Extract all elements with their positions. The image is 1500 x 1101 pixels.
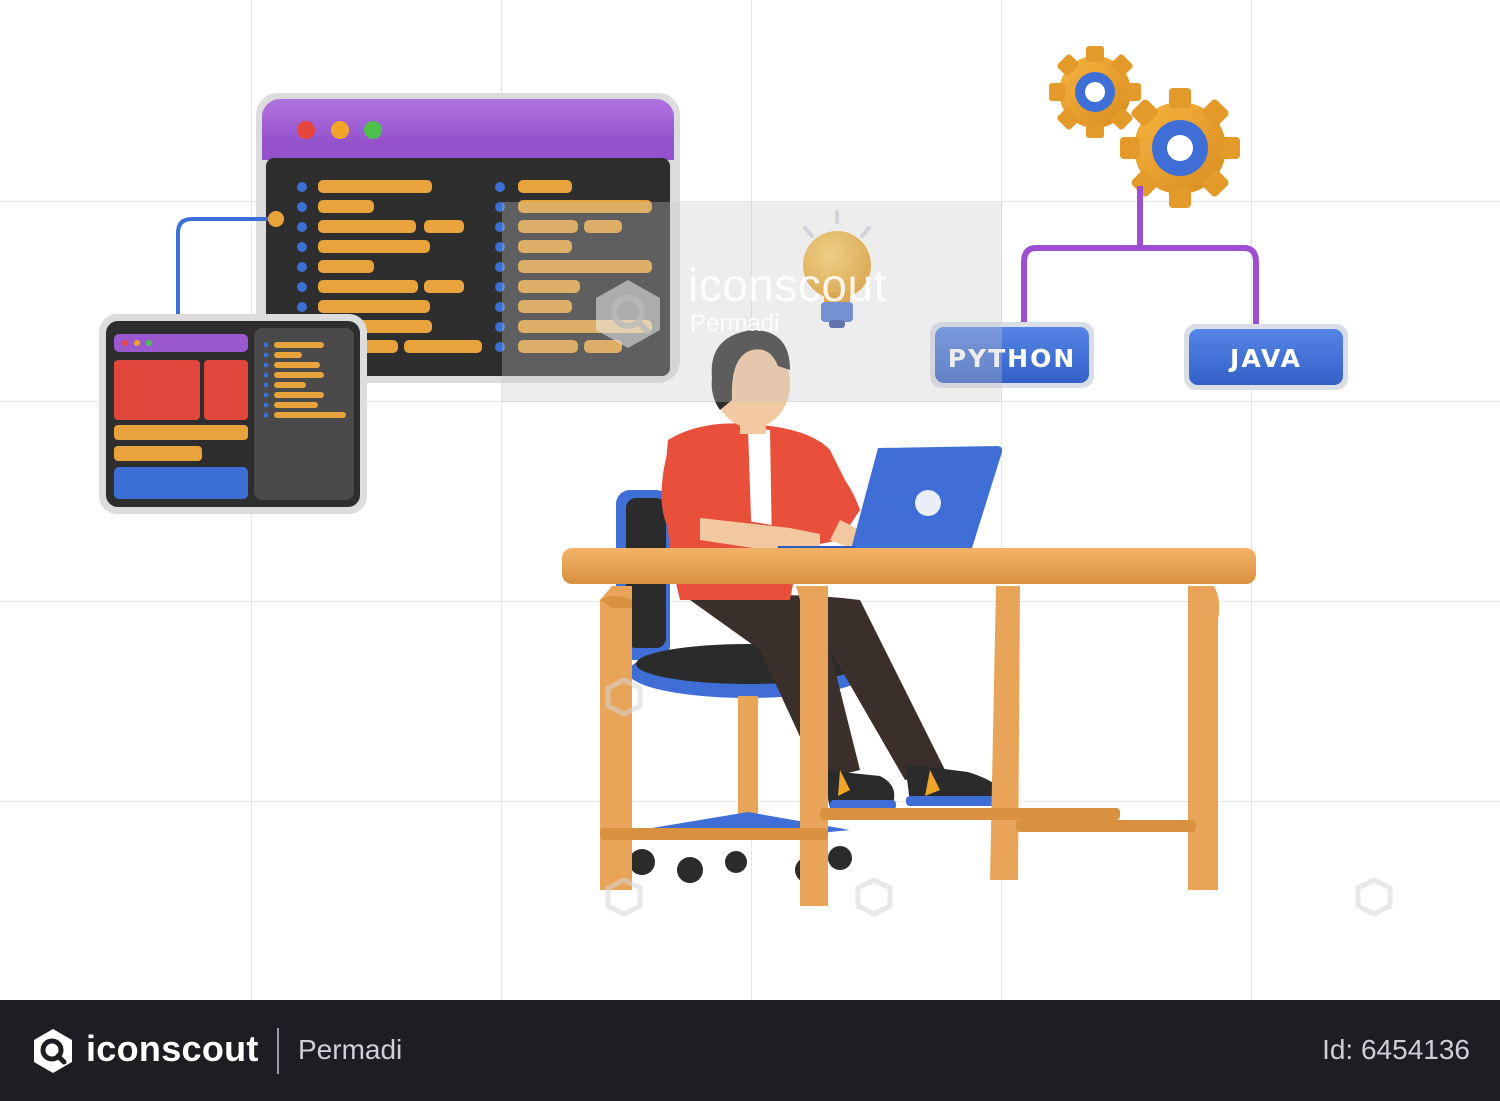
language-badge-python: PYTHON bbox=[930, 322, 1094, 388]
watermark-mark bbox=[605, 677, 1393, 917]
grid-line bbox=[1251, 0, 1252, 1000]
footer-author-name[interactable]: Permadi bbox=[298, 1034, 403, 1065]
grid-line bbox=[0, 201, 1500, 202]
footer-bar: iconscout Permadi Id: 6454136 bbox=[0, 1000, 1500, 1101]
grid-line bbox=[501, 0, 502, 1000]
watermark-panel bbox=[502, 202, 1002, 402]
programmer-illustration: PYTHON JAVA bbox=[99, 46, 1393, 917]
tree-connector bbox=[1021, 186, 1259, 326]
illustration-canvas: PYTHON JAVA bbox=[0, 0, 1500, 1000]
grid-line bbox=[1001, 0, 1002, 1000]
watermark-brand: iconscout bbox=[688, 259, 887, 311]
python-label: PYTHON bbox=[948, 344, 1077, 373]
java-label: JAVA bbox=[1228, 344, 1302, 373]
language-badge-java: JAVA bbox=[1184, 324, 1348, 390]
iconscout-logo-icon[interactable] bbox=[28, 1026, 78, 1076]
footer-brand-name[interactable]: iconscout bbox=[86, 1028, 259, 1069]
code-window-icon bbox=[256, 93, 680, 383]
watermark-author: Permadi bbox=[690, 310, 780, 337]
footer-divider bbox=[277, 1028, 279, 1074]
desk bbox=[562, 548, 1256, 906]
browser-window-icon bbox=[99, 314, 367, 514]
connector-line bbox=[176, 217, 276, 320]
footer-asset-id: Id: 6454136 bbox=[1322, 1034, 1470, 1065]
watermark-logo-icon bbox=[596, 280, 660, 348]
gear-icon bbox=[1049, 46, 1240, 208]
connector-dot bbox=[268, 211, 284, 227]
lightbulb-icon bbox=[803, 210, 871, 328]
